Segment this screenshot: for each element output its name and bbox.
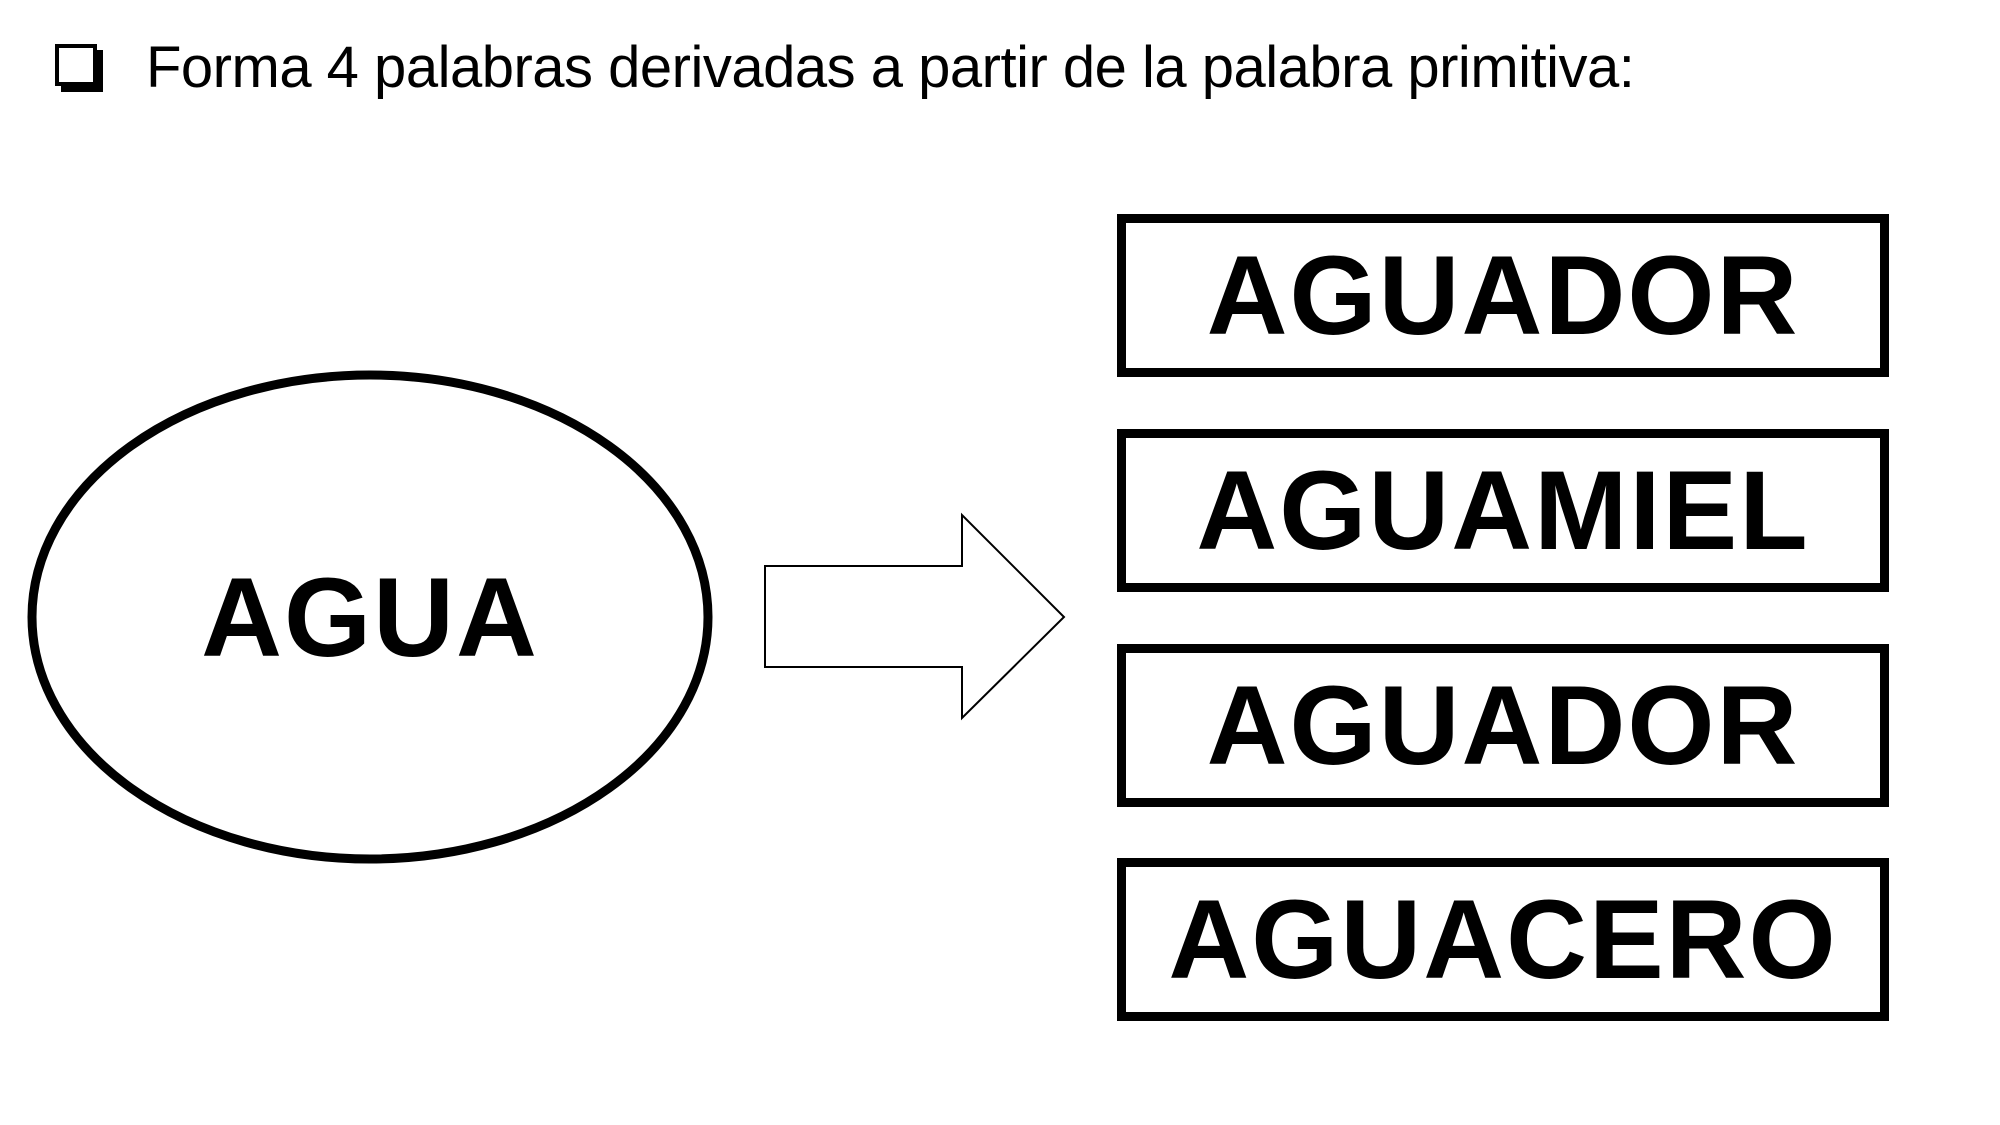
instruction: Forma 4 palabras derivadas a partir de l… [55,28,1635,108]
primitive-word-ellipse [27,370,713,864]
derived-word-box: AGUAMIEL [1117,429,1889,592]
derived-word-box: AGUACERO [1117,858,1889,1021]
derived-word-box: AGUADOR [1117,214,1889,377]
arrow-right-icon [764,512,1066,721]
derived-word-box: AGUADOR [1117,644,1889,807]
checkbox-icon [55,44,103,92]
instruction-text: Forma 4 palabras derivadas a partir de l… [146,35,1635,100]
primitive-word: AGUA [201,554,539,680]
